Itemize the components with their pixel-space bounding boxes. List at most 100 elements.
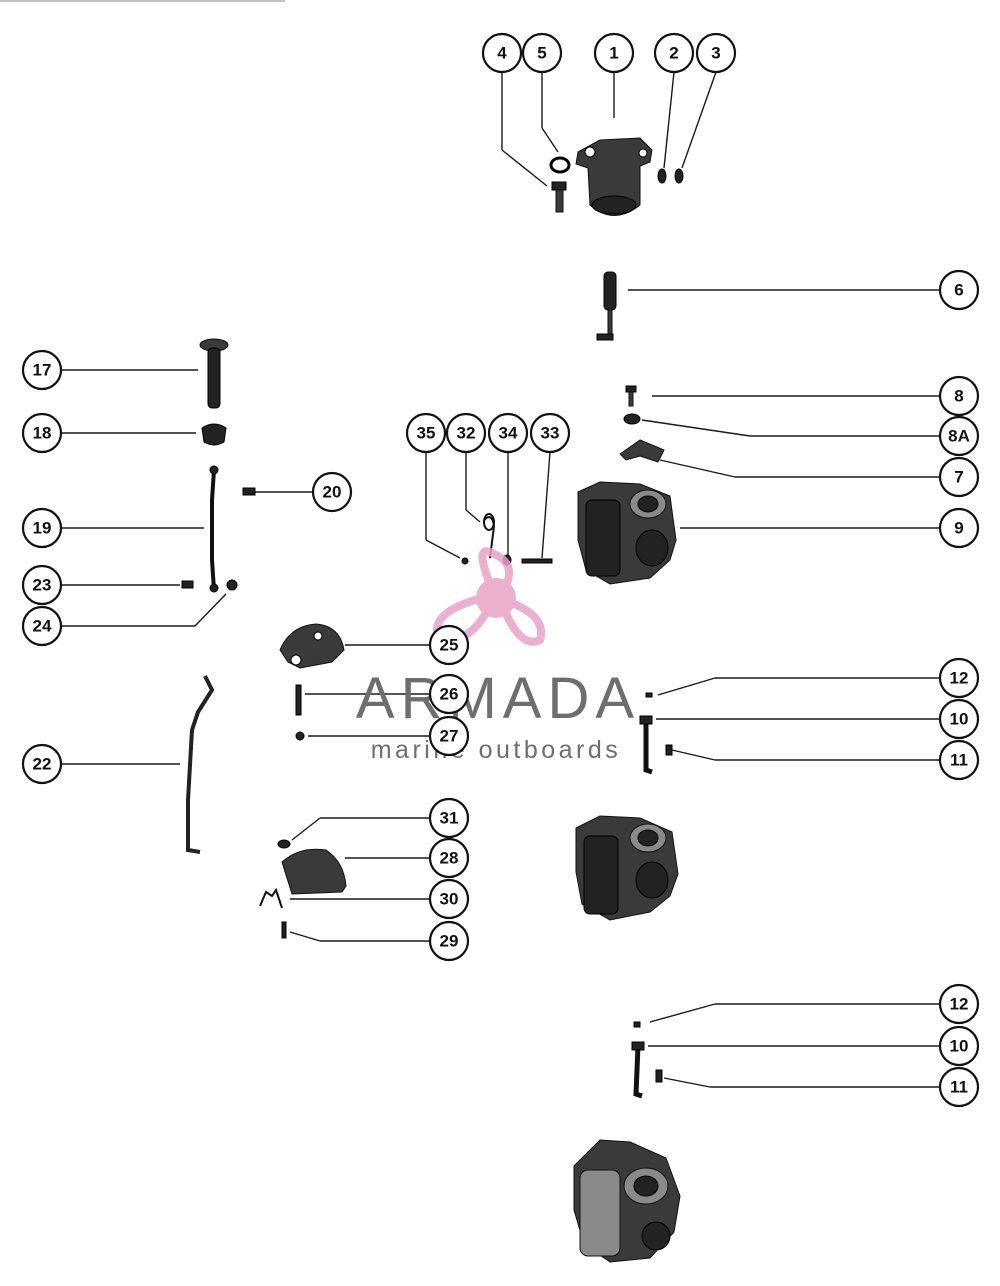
callout-4: 4 [481,32,523,74]
watermark-brand: ARMADA [356,666,640,731]
callout-34: 34 [487,412,529,454]
svg-text:24: 24 [33,617,52,636]
callout-11-upper: 11 [938,739,980,781]
callout-8: 8 [938,375,980,417]
washer-8a-part [623,413,641,425]
ball-35-part [461,557,469,565]
nut-24-part [226,579,238,591]
callout-8a: 8A [938,415,980,457]
callout-19: 19 [21,507,63,549]
callout-6: 6 [938,269,980,311]
svg-text:10: 10 [950,710,969,729]
callout-31: 31 [428,797,470,839]
svg-text:8: 8 [954,387,963,406]
screw-11b-part [655,1069,663,1083]
armada-watermark: ARMADA marine outboards [356,547,640,764]
screw-23-part [181,580,194,589]
svg-text:26: 26 [440,685,459,704]
svg-text:23: 23 [33,576,52,595]
svg-text:35: 35 [417,424,436,443]
callout-25: 25 [428,624,470,666]
carburetor-body-c-part [573,1139,681,1263]
svg-text:29: 29 [440,932,459,951]
nut-31-part [277,839,291,849]
callout-11-lower: 11 [938,1066,980,1108]
callout-35: 35 [405,412,447,454]
link-19-part [209,465,219,593]
svg-text:17: 17 [33,361,52,380]
bracket-12a-part [645,692,653,698]
svg-text:27: 27 [440,727,459,746]
callout-32: 32 [445,412,487,454]
svg-text:31: 31 [440,809,459,828]
callout-10-upper: 10 [938,698,980,740]
callout-group: 1 2 3 4 5 6 7 8 8A 9 10 10 11 11 12 12 1… [21,32,980,1108]
needle-6-part [596,271,617,341]
cam-25-part [279,623,345,669]
leader-lines [62,71,940,1088]
callout-18: 18 [21,412,63,454]
callout-2: 2 [653,32,695,74]
svg-text:22: 22 [33,755,52,774]
pin-33-part [521,558,553,564]
bracket-12b-part [633,1021,641,1028]
callout-9: 9 [938,507,980,549]
lever-10b-part [631,1041,645,1099]
svg-text:11: 11 [950,751,968,770]
callout-7: 7 [938,456,980,498]
propeller-logo-icon [433,547,546,646]
svg-text:2: 2 [669,44,678,63]
svg-text:10: 10 [950,1037,969,1056]
carburetor-body-9-part [577,481,677,585]
callout-33: 33 [529,412,571,454]
grommet-18-part [201,423,227,446]
plug-3-part [674,168,684,184]
washer-27-part [295,731,305,741]
svg-text:1: 1 [609,44,618,63]
lever-10a-part [639,715,653,775]
screw-4-part [551,181,567,213]
svg-text:12: 12 [950,669,969,688]
callout-5: 5 [521,32,563,74]
svg-text:5: 5 [537,44,546,63]
callout-12-upper: 12 [938,657,980,699]
callout-28: 28 [428,837,470,879]
svg-text:28: 28 [440,849,459,868]
callout-30: 30 [428,878,470,920]
callout-27: 27 [428,715,470,757]
svg-text:32: 32 [457,424,476,443]
gasket-2-part [657,168,667,184]
svg-text:9: 9 [954,519,963,538]
screw-8-part [625,385,637,407]
carburetor-body-b-part [575,815,679,921]
callout-29: 29 [428,920,470,962]
svg-text:4: 4 [497,44,507,63]
screw-29-part [281,921,287,939]
throttle-shaft-32-part [483,513,496,559]
callout-22: 22 [21,743,63,785]
watermark-tagline: marine outboards [371,736,622,764]
svg-text:11: 11 [950,1078,968,1097]
callout-26: 26 [428,673,470,715]
callout-3: 3 [695,32,737,74]
callout-24: 24 [21,605,63,647]
svg-text:30: 30 [440,890,459,909]
clip-7-part [619,439,665,463]
spring-30-part [259,887,283,909]
callout-12-lower: 12 [938,983,980,1025]
svg-text:25: 25 [440,636,459,655]
fuel-bowl-cover-part [575,137,653,216]
svg-text:33: 33 [541,424,560,443]
svg-text:7: 7 [954,468,963,487]
svg-text:18: 18 [33,424,52,443]
callout-23: 23 [21,564,63,606]
svg-text:12: 12 [950,995,969,1014]
link-rod-22-part [186,675,215,854]
callout-20: 20 [311,471,353,513]
svg-text:19: 19 [33,519,52,538]
svg-text:8A: 8A [948,427,970,446]
callout-10-lower: 10 [938,1025,980,1067]
screw-11a-part [665,744,673,756]
svg-text:3: 3 [711,44,720,63]
